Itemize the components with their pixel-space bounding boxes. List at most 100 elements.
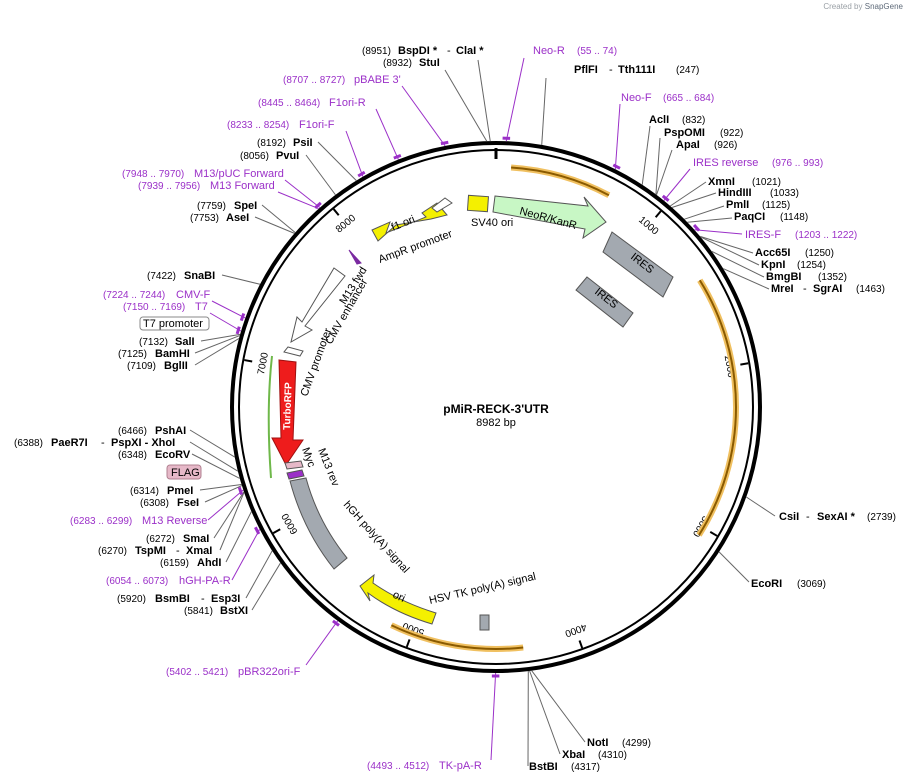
primer-pbr322ori-f: pBR322ori-F (238, 666, 301, 678)
leader-32 (213, 491, 245, 539)
lane-gap (261, 357, 282, 481)
site-sali: SalI (175, 336, 195, 348)
f1-ori-feature (371, 202, 448, 242)
site-pos-tspmi: (6270) (98, 546, 127, 557)
primer-mark-9 (235, 326, 241, 335)
leader-35 (245, 550, 273, 599)
site-tth111i: Tth111I (618, 64, 655, 76)
leader-50 (305, 620, 339, 666)
site-paer7i: PaeR7I (51, 437, 88, 449)
site-pos-sgrai: (1463) (856, 284, 885, 295)
primer-mark-3 (692, 223, 701, 232)
site-pos-noti: (4299) (622, 738, 651, 749)
tick-4000 (578, 640, 584, 649)
site-pos-ahdi: (6159) (160, 558, 189, 569)
primer-ires-reverse: IRES reverse (693, 157, 758, 169)
site-pos-ecorv: (6348) (118, 450, 147, 461)
site-bstxi: BstXI (220, 605, 248, 617)
site-noti: NotI (587, 737, 608, 749)
flag-label: FLAG (171, 467, 200, 479)
primer-mark-7 (314, 201, 322, 209)
cmv-promoter-feature (283, 346, 304, 357)
site-pmli: PmlI (726, 199, 749, 211)
leader-6 (669, 181, 707, 207)
site-ahdi: AhdI (197, 557, 221, 569)
site-pos-bglii: (7109) (127, 361, 156, 372)
tick-label-1000: 1000 (636, 215, 660, 238)
tick-7000 (244, 359, 253, 363)
leader-37 (505, 57, 525, 142)
tick-label-7000: 7000 (256, 351, 271, 375)
site-pmei: PmeI (167, 485, 193, 497)
plasmid-name: pMiR-RECK-3'UTR (443, 402, 549, 416)
primer-mark-4 (440, 140, 449, 146)
leader-4 (655, 137, 661, 195)
site-bamhi: BamHI (155, 348, 190, 360)
primer-pbabe3: pBABE 3' (354, 74, 401, 86)
turborfp-label: TurboRFP (282, 382, 295, 430)
primer-cmv-f: CMV-F (176, 289, 211, 301)
site-fsei: FseI (177, 497, 199, 509)
neor-kanr-feature (492, 195, 607, 240)
leader-41 (401, 85, 446, 147)
primer-m13fwd: M13 Forward (210, 180, 275, 192)
site-pos-pspomi: (922) (720, 128, 743, 139)
site-pos-pmei: (6314) (130, 486, 159, 497)
primer-range-pbabe3: (8707 .. 8727) (283, 75, 345, 86)
leader-45 (277, 191, 319, 210)
leader-23 (221, 274, 261, 285)
site-sexai: SexAI * (817, 511, 856, 523)
leader-44 (284, 179, 321, 208)
leader-29 (191, 453, 240, 479)
t7-promoter-label: T7 promoter (143, 318, 203, 330)
ires-feature-2 (575, 276, 634, 328)
leader-36 (251, 562, 281, 611)
m13-rev-feature (286, 469, 305, 480)
leader-22 (254, 216, 295, 234)
primer-mark-10 (237, 486, 244, 495)
sv40-ori-label: SV40 ori (471, 217, 513, 229)
primer-m13-reverse: M13 Reverse (142, 515, 207, 527)
m13-rev-label: M13 rev (315, 447, 341, 489)
tick-1000 (654, 210, 662, 218)
leader-19 (317, 141, 357, 181)
primer-mark-1 (612, 163, 621, 170)
ori-feature (359, 573, 437, 625)
leader-1 (444, 69, 488, 142)
site-pos-psii: (8192) (257, 138, 286, 149)
leader-14 (746, 496, 776, 517)
hsv-tk-polya-feature (479, 614, 490, 631)
snapgene-logo: SnapGene (864, 2, 903, 11)
site-marks (235, 136, 701, 678)
leader-26 (194, 338, 240, 366)
site-pspomi: PspOMI (664, 127, 705, 139)
primer-range-m13puc: (7948 .. 7970) (122, 169, 184, 180)
orf-arc-long-halo (696, 278, 739, 537)
leader-24 (200, 333, 241, 342)
sv40-ori-feature (466, 194, 489, 213)
snapgene-credit: Created by SnapGene (823, 2, 903, 11)
credit-prefix: Created by (823, 2, 863, 11)
orf-arcs (390, 164, 739, 652)
primer-mark-2 (661, 194, 670, 202)
site-pos-xmni: (1021) (752, 177, 781, 188)
leader-15 (718, 551, 750, 583)
leader-11 (700, 236, 760, 266)
site-hindiii: HindIII (718, 187, 752, 199)
turbo-orf-line (267, 355, 273, 479)
site-bmgbi: BmgBI (766, 271, 801, 283)
primer-range-neo-f: (665 .. 684) (663, 93, 714, 104)
site-pos-pshai: (6466) (118, 426, 147, 437)
primer-mark-12 (332, 619, 340, 627)
primer-range-f1ori-r: (8445 .. 8464) (258, 98, 320, 109)
primer-f1ori-f: F1ori-F (299, 119, 335, 131)
site-pos-pvui: (8056) (240, 151, 269, 162)
leader-2 (541, 77, 547, 145)
turborfp-feature (271, 359, 304, 466)
site-acc65i: Acc65I (755, 247, 790, 259)
site-snabi: SnaBI (184, 270, 215, 282)
site-pos-hindiii: (1033) (770, 188, 799, 199)
leader-16 (531, 670, 586, 743)
site-sgrai: SgrAI (813, 283, 842, 295)
